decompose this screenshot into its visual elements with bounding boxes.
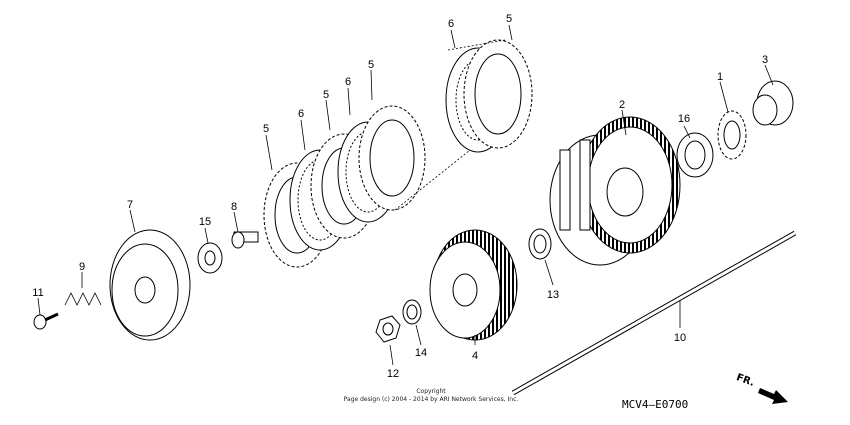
callout-13: 13	[547, 289, 559, 301]
bearing	[197, 242, 223, 274]
callout-5-c: 5	[368, 59, 374, 71]
callout-15: 15	[199, 216, 211, 228]
callout-11: 11	[32, 287, 43, 299]
callout-1: 1	[717, 71, 723, 83]
callout-9: 9	[79, 261, 85, 273]
lock-nut	[375, 315, 401, 343]
callout-3: 3	[762, 54, 768, 66]
front-direction-arrow-icon	[758, 388, 788, 404]
callout-12: 12	[387, 368, 399, 380]
callout-14: 14	[415, 347, 427, 359]
callout-6-a: 6	[298, 108, 304, 120]
callout-7: 7	[127, 199, 133, 211]
callout-6-c: 6	[448, 18, 454, 30]
copyright-text: Page design (c) 2004 - 2014 by ARI Netwo…	[343, 396, 519, 403]
callout-5-a: 5	[263, 123, 269, 135]
callout-10: 10	[674, 332, 686, 344]
friction-disc-5c	[358, 105, 426, 211]
callout-5-b: 5	[323, 89, 329, 101]
callout-16: 16	[678, 113, 690, 125]
callout-6-b: 6	[345, 76, 351, 88]
callout-5-d: 5	[506, 13, 512, 25]
copyright-title: Copyright	[416, 388, 446, 395]
callout-2: 2	[619, 99, 625, 111]
pressure-plate	[109, 229, 191, 341]
thrust-washer	[528, 228, 552, 260]
needle-bearing	[676, 132, 714, 178]
collar	[752, 80, 794, 126]
clutch-outer-housing	[549, 116, 681, 266]
callout-8: 8	[231, 201, 237, 213]
bolt	[33, 312, 59, 330]
clutch-spring	[64, 292, 102, 306]
lifter-rod	[511, 230, 797, 396]
copyright-notice: Copyright Page design (c) 2004 - 2014 by…	[336, 388, 526, 404]
friction-disc-5d	[463, 39, 533, 149]
spline-washer	[717, 110, 747, 160]
callout-4: 4	[472, 350, 478, 362]
clutch-center	[429, 229, 518, 341]
diagram-code: MCV4—E0700	[622, 398, 689, 411]
lifter-piece	[231, 231, 259, 249]
lock-washer	[402, 299, 422, 325]
